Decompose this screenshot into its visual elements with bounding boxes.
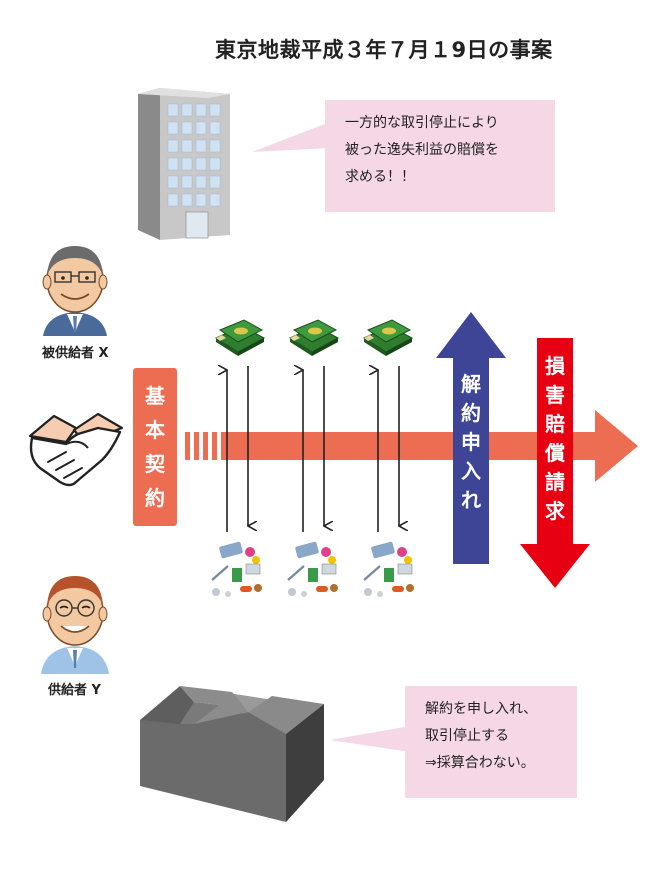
basic-contract-box: 基 本 契 約 [133,368,177,526]
damages-char: 償 [545,441,565,465]
bubble-top-line: 被った逸失利益の賠償を [345,142,499,158]
bubble-tail-top [252,122,330,152]
damages-claim-text: 損 害 賠 償 請 求 [537,352,573,542]
damages-char: 損 [545,354,565,378]
cancellation-arrow [436,312,506,564]
medicine-goods-icon [287,541,338,597]
office-building-icon [138,88,230,240]
cancellation-text: 解 約 申 入 れ [453,370,489,550]
contract-char: 契 [145,452,165,476]
bubble-bottom-line: ⇒採算合わない。 [425,755,535,771]
contract-char: 本 [145,418,165,442]
bubble-top-line: 一方的な取引停止により [345,115,499,131]
factory-icon [140,686,324,822]
cancel-char: 約 [461,401,481,425]
cancel-char: 解 [461,372,481,396]
medicine-goods-icon [363,541,414,597]
person-x-icon [42,246,108,336]
person-x-label: 被供給者 X [42,346,109,361]
money-stack-icon [214,319,266,356]
person-y-icon [41,576,109,674]
damages-char: 賠 [545,412,565,436]
bubble-tail-bottom [330,726,410,752]
money-stack-icon [288,319,340,356]
cancel-char: 入 [461,459,481,483]
bubble-bottom-line: 取引停止する [425,728,509,744]
transaction-arrows [210,362,420,532]
bubble-top-line: 求める！！ [345,169,415,185]
damages-char: 請 [545,470,565,494]
person-y-label: 供給者 Y [48,683,101,698]
speech-bubble-bottom: 解約を申し入れ、 取引停止する ⇒採算合わない。 [405,686,577,798]
handshake-icon [28,412,124,487]
damages-char: 求 [545,499,565,523]
cancel-char: れ [461,488,481,512]
medicine-goods-icon [211,541,262,597]
contract-char: 約 [145,486,165,510]
damages-char: 害 [545,383,565,407]
speech-bubble-top: 一方的な取引停止により 被った逸失利益の賠償を 求める！！ [325,100,555,212]
money-stack-icon [362,319,414,356]
contract-char: 基 [145,384,165,408]
bubble-bottom-line: 解約を申し入れ、 [425,701,538,717]
page-title: 東京地裁平成３年７月１9日の事案 [215,38,553,62]
damages-claim-arrow [520,338,590,588]
cancel-char: 申 [461,430,481,454]
